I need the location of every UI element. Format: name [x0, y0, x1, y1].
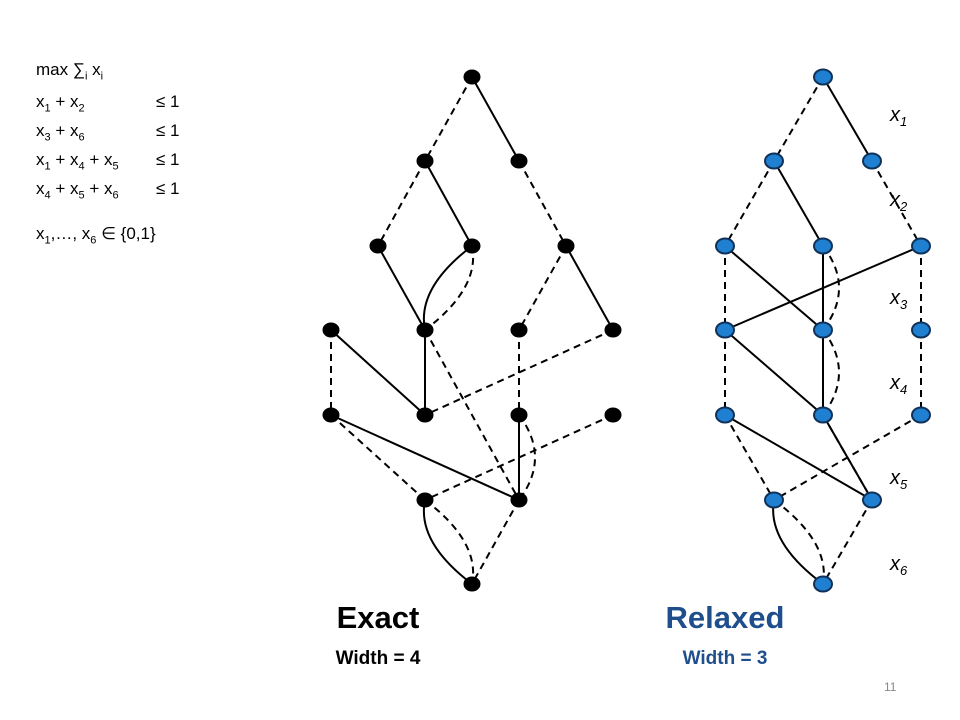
exact-arc-e1-t-one: [422, 499, 473, 585]
constraint-4: x4 + x5 + x6 ≤ 1: [36, 179, 180, 202]
relaxed-arc-c2-d2-zero: [822, 329, 840, 416]
exact-node-d3: [510, 407, 528, 423]
constraint-3: x1 + x4 + x5 ≤ 1: [36, 150, 180, 173]
layer-label-x6: x6: [890, 553, 908, 578]
relaxed-node-t: [813, 575, 833, 593]
relaxed-node-e2: [862, 491, 882, 509]
relaxed-diagram: [715, 68, 931, 593]
page-number: 11: [884, 680, 897, 694]
objective: max ∑i xi: [36, 60, 104, 83]
exact-arc-b2-c2-zero: [424, 245, 475, 331]
exact-arc-c2-e2-zero: [424, 329, 520, 501]
relaxed-node-e1: [764, 491, 784, 509]
exact-node-a2: [510, 153, 528, 169]
relaxed-width: Width = 3: [682, 648, 768, 669]
exact-arc-b1-c2-one: [377, 245, 426, 331]
constraint-2: x3 + x6 ≤ 1: [36, 121, 180, 144]
relaxed-arc-c1-d2-one: [724, 329, 824, 416]
relaxed-node-b3: [911, 237, 931, 255]
relaxed-node-b2: [813, 237, 833, 255]
relaxed-arc-r-a2-one: [822, 76, 873, 162]
exact-arc-e1-t-zero: [424, 499, 475, 585]
exact-arc-a2-b3-zero: [518, 160, 567, 247]
exact-node-d2: [416, 407, 434, 423]
exact-node-b2: [463, 238, 481, 254]
exact-node-b3: [557, 238, 575, 254]
exact-node-c1: [322, 322, 340, 338]
relaxed-node-b1: [715, 237, 735, 255]
relaxed-node-c2: [813, 321, 833, 339]
exact-arc-c4-d2-zero: [424, 329, 614, 416]
relaxed-title: Relaxed: [665, 600, 785, 635]
exact-node-c3: [510, 322, 528, 338]
layer-label-x1: x1: [890, 104, 908, 129]
layer-label-x2: x2: [890, 189, 908, 214]
exact-node-b1: [369, 238, 387, 254]
exact-node-d4: [604, 407, 622, 423]
relaxed-node-a1: [764, 152, 784, 170]
exact-node-t: [463, 576, 481, 592]
relaxed-node-d2: [813, 406, 833, 424]
exact-title: Exact: [336, 600, 420, 635]
exact-node-d1: [322, 407, 340, 423]
relaxed-node-r: [813, 68, 833, 86]
relaxed-arc-a1-b1-zero: [724, 160, 775, 247]
domain-constraint: x1,…, x6 ∈ {0,1}: [36, 224, 156, 247]
exact-arc-e2-t-zero: [471, 499, 520, 585]
exact-node-e2: [510, 492, 528, 508]
relaxed-arc-b3-c1-one: [724, 245, 922, 331]
relaxed-arc-d3-e1-zero: [773, 414, 922, 501]
relaxed-node-d3: [911, 406, 931, 424]
exact-node-a1: [416, 153, 434, 169]
layer-label-x5: x5: [890, 467, 908, 492]
exact-arc-b3-c4-one: [565, 245, 614, 331]
exact-arc-a1-b2-one: [424, 160, 473, 247]
relaxed-arc-e1-t-zero: [773, 499, 825, 585]
relaxed-arc-r-a1-zero: [773, 76, 824, 162]
exact-node-r: [463, 69, 481, 85]
layer-label-x4: x4: [890, 372, 908, 397]
relaxed-arc-b1-c2-one: [724, 245, 824, 331]
layer-label-x3: x3: [890, 287, 908, 312]
relaxed-node-c3: [911, 321, 931, 339]
exact-arc-a1-b1-zero: [377, 160, 426, 247]
relaxed-arc-d1-e2-one: [724, 414, 873, 501]
exact-node-e1: [416, 492, 434, 508]
relaxed-node-c1: [715, 321, 735, 339]
exact-arc-d1-e2-one: [330, 414, 520, 501]
exact-width: Width = 4: [335, 648, 421, 669]
exact-diagram: [322, 69, 622, 592]
exact-arc-r-a1-zero: [424, 76, 473, 162]
constraint-1: x1 + x2 ≤ 1: [36, 92, 180, 115]
exact-arc-c1-d2-one: [330, 329, 426, 416]
relaxed-arc-e1-t-one: [772, 499, 824, 585]
relaxed-arc-e2-t-zero: [822, 499, 873, 585]
exact-arc-b2-c2-one: [422, 245, 473, 331]
relaxed-arc-a1-b2-one: [773, 160, 824, 247]
exact-arc-d4-e1-zero: [424, 414, 614, 501]
relaxed-node-d1: [715, 406, 735, 424]
relaxed-arc-d1-e1-zero: [724, 414, 775, 501]
exact-arc-b3-c3-zero: [518, 245, 567, 331]
relaxed-arc-a2-b3-zero: [871, 160, 922, 247]
exact-arc-r-a2-one: [471, 76, 520, 162]
exact-node-c2: [416, 322, 434, 338]
relaxed-node-a2: [862, 152, 882, 170]
exact-arc-d1-e1-zero: [330, 414, 426, 501]
exact-node-c4: [604, 322, 622, 338]
